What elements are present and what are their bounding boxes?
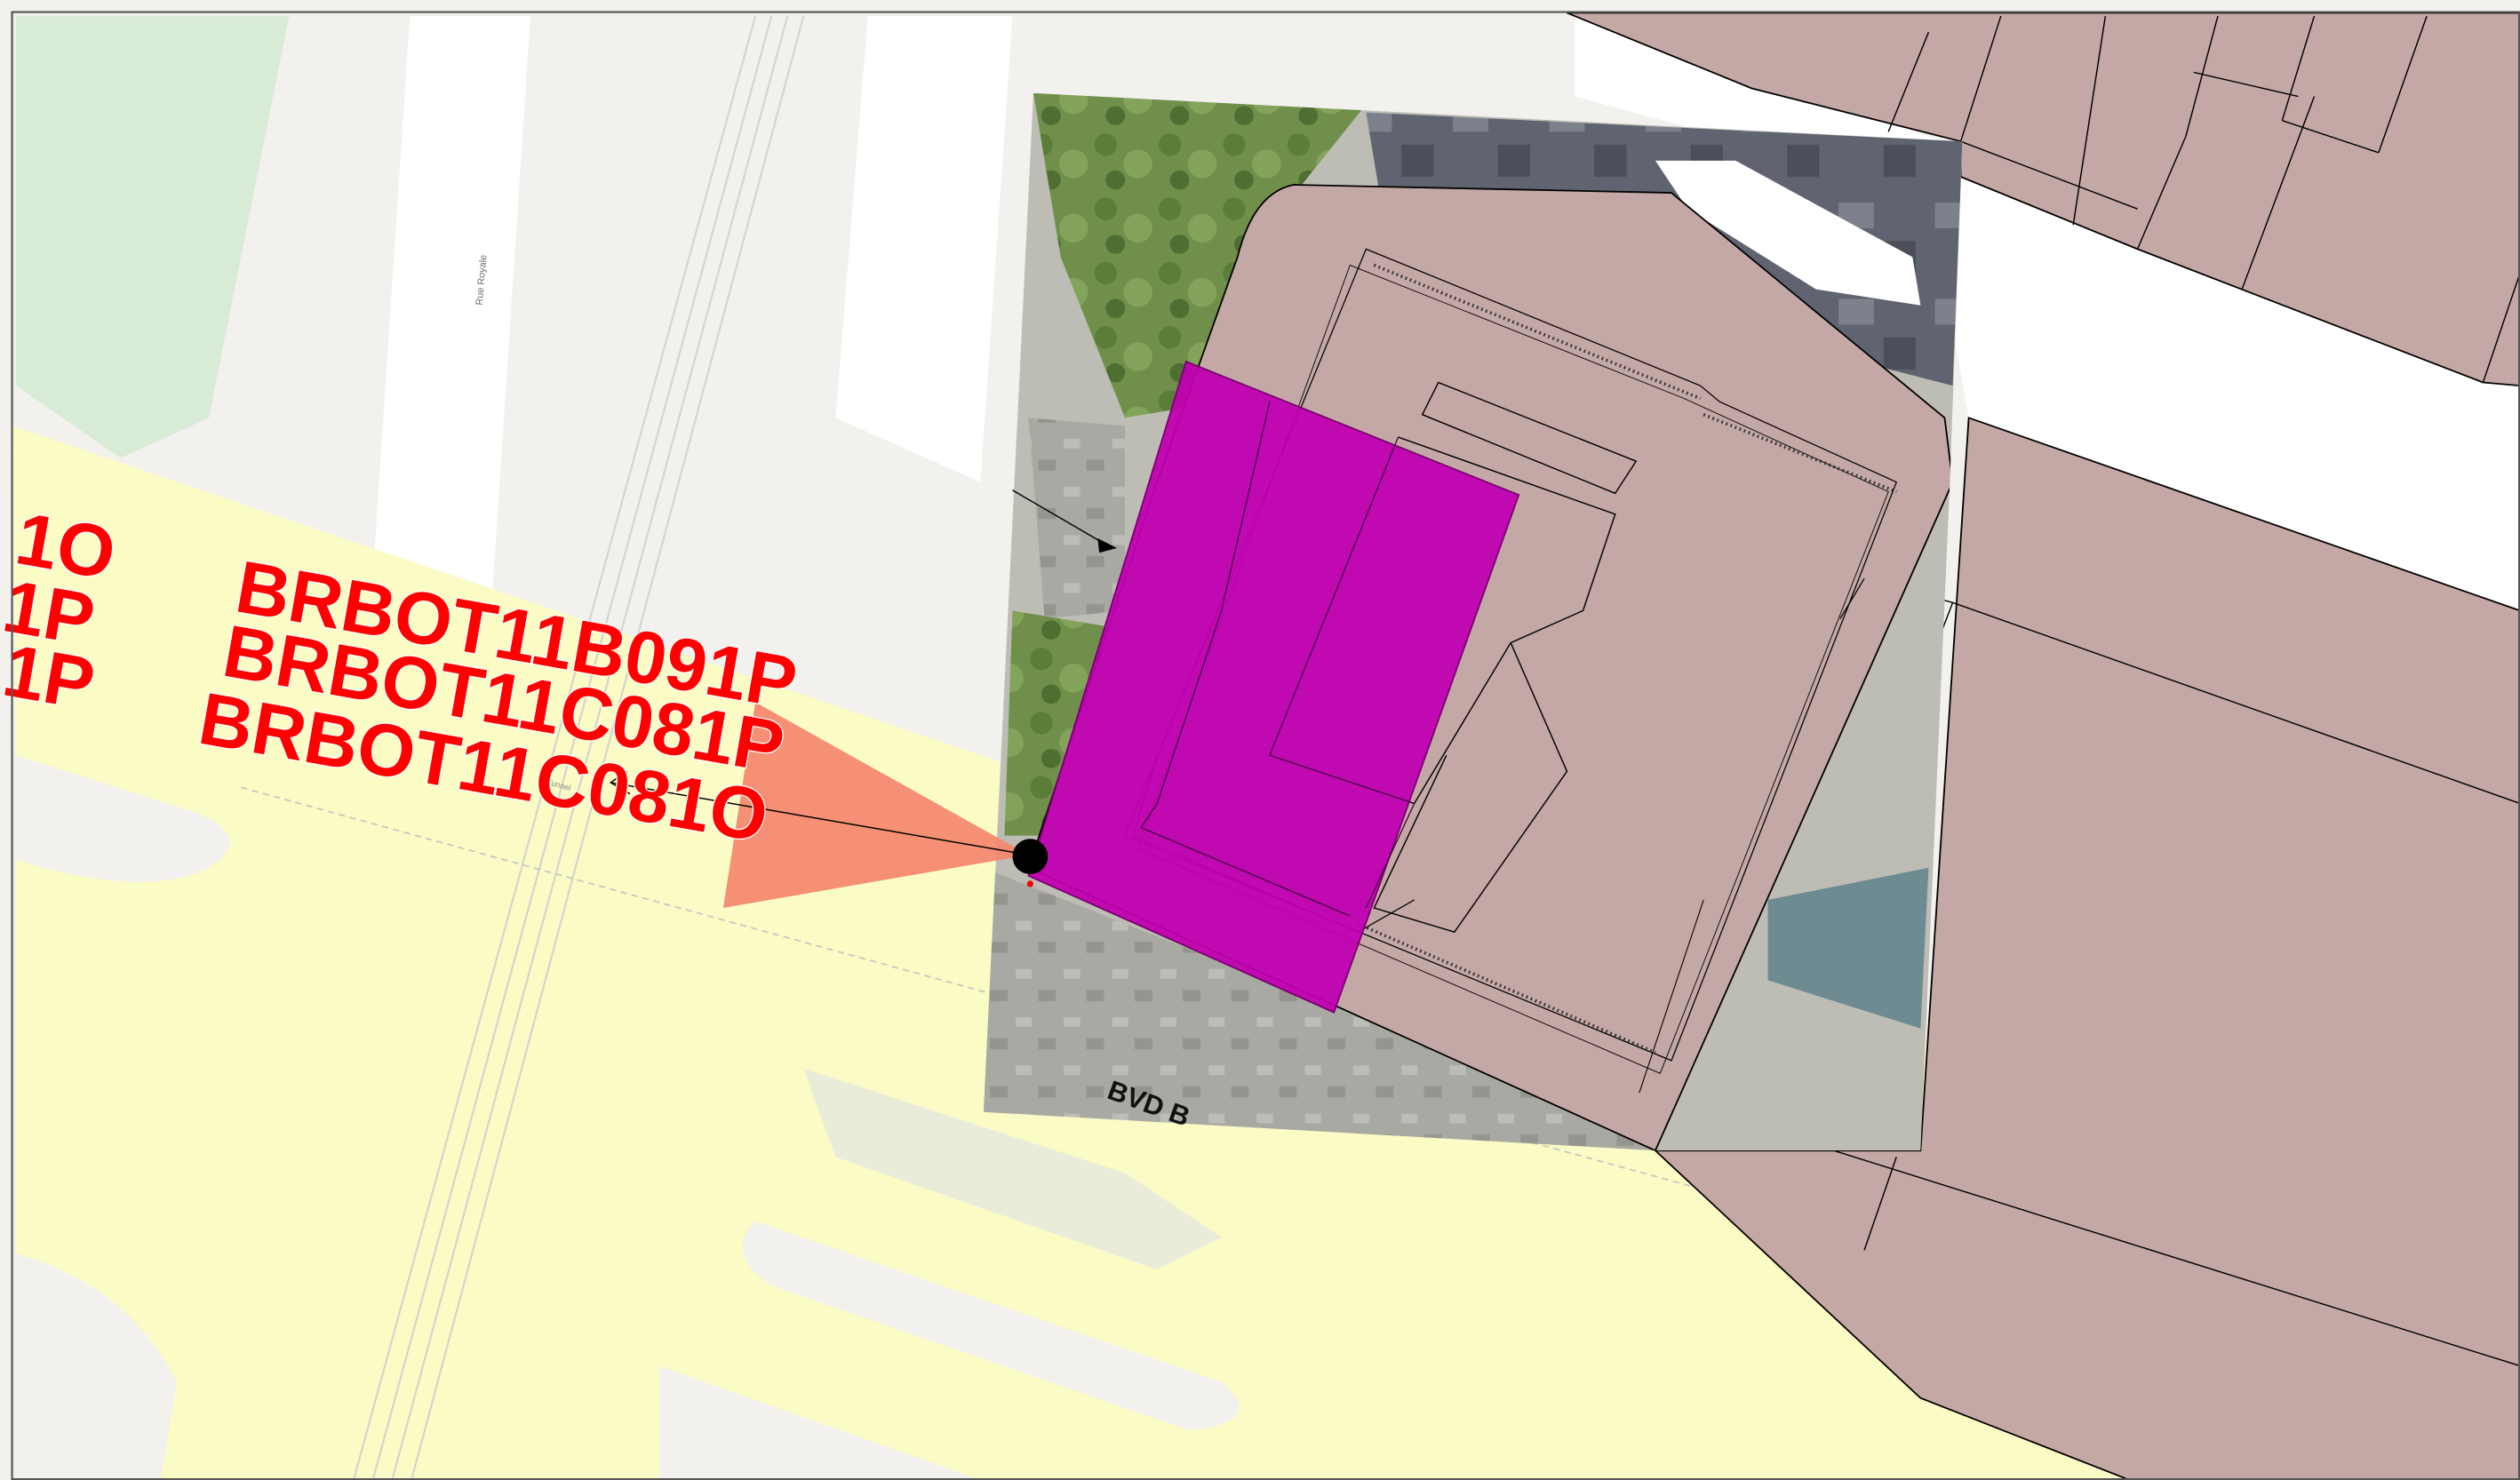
view-direction-arrow [609, 770, 631, 795]
photo-label-partial-2: 1P [0, 564, 100, 661]
camera-marker[interactable] [1012, 839, 1049, 875]
photo-label-partial-1: 1O [10, 497, 121, 595]
photo-label-partial-3: 1P [0, 629, 100, 726]
road-northeast [1575, 16, 2520, 611]
street-label-rue-royale: Rue Royale [474, 254, 490, 306]
view-direction-line [610, 782, 1029, 856]
leader-arrowhead [1097, 537, 1118, 553]
island-south [658, 1365, 981, 1480]
road-north-block [835, 16, 1013, 482]
rail-lines [352, 15, 805, 1480]
park-area-northwest [16, 16, 290, 458]
map-frame-border [11, 11, 2520, 1480]
leader-line [1012, 489, 1110, 547]
photo-labels: BRBOT11B091P BRBOT11C081P BRBOT11C081O 1… [0, 496, 804, 859]
median-strip [803, 1068, 1222, 1270]
island-southwest [16, 1253, 177, 1480]
footprint-polygon[interactable] [1027, 360, 1520, 1014]
view-cone [722, 702, 1029, 909]
island-west [16, 755, 230, 882]
footprint-linework [1140, 402, 1416, 917]
camera-marker-dot [1026, 880, 1033, 887]
island-center [742, 1221, 1240, 1430]
